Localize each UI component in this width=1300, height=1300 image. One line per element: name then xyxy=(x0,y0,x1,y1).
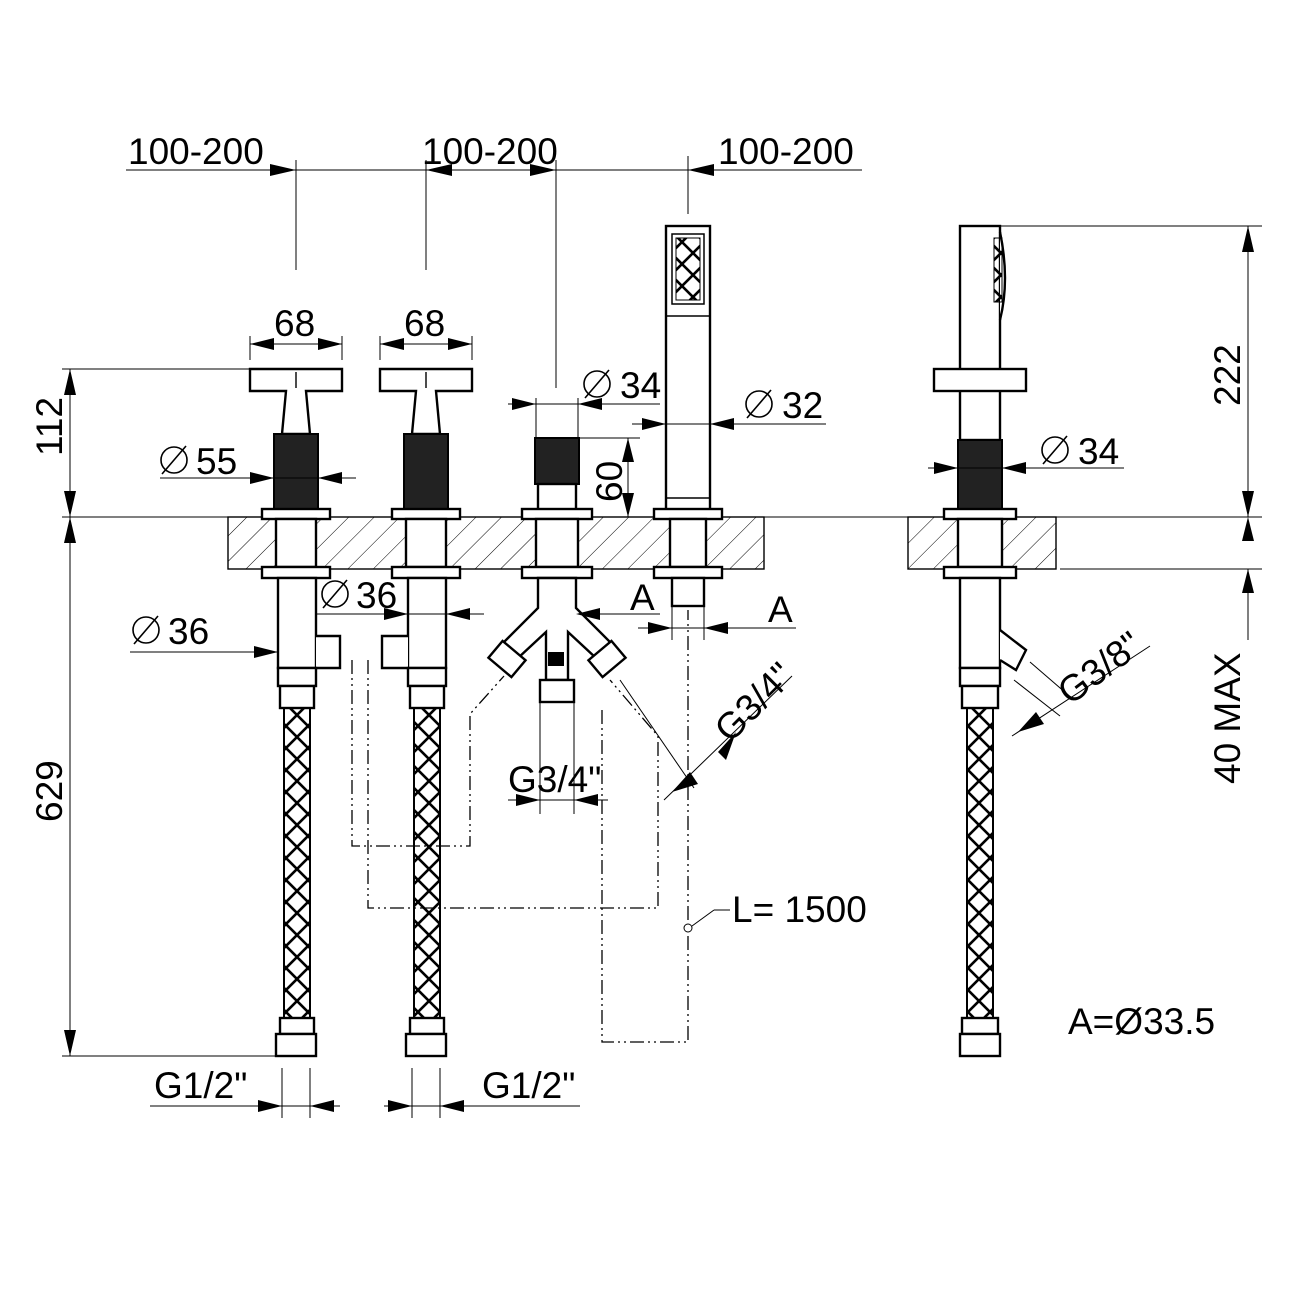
dimension-labels: 100-200 100-200 100-200 68 68 34 32 112 … xyxy=(29,131,1248,1106)
label-40-max: 40 MAX xyxy=(1207,652,1248,784)
diverter xyxy=(486,437,628,704)
label-a-1: A xyxy=(630,577,655,618)
label-g38: G3/8" xyxy=(1050,623,1149,712)
label-spacing-3: 100-200 xyxy=(718,131,854,172)
label-g34-diagonal: G3/4" xyxy=(707,655,802,750)
label-dia-spout: 34 xyxy=(583,365,661,406)
label-dia-36-a: 36 xyxy=(321,575,397,616)
svg-text:34: 34 xyxy=(620,365,661,406)
right-valve xyxy=(378,367,474,1058)
label-height-222: 222 xyxy=(1207,344,1248,406)
label-height-629: 629 xyxy=(29,760,70,822)
side-knurled-body xyxy=(957,439,1003,511)
label-g34-bottom: G3/4" xyxy=(508,759,601,800)
label-handle-width-2: 68 xyxy=(404,303,445,344)
side-handle xyxy=(932,367,1028,393)
label-spacing-2: 100-200 xyxy=(422,131,558,172)
label-height-112: 112 xyxy=(29,397,70,456)
label-g12-left: G1/2" xyxy=(154,1065,247,1106)
right-braided-hose xyxy=(413,707,441,1019)
side-view xyxy=(932,224,1028,1058)
left-braided-hose xyxy=(283,707,311,1019)
label-dia-handshower: 32 xyxy=(745,385,823,426)
label-dia-36-b: 36 xyxy=(132,611,209,652)
label-height-60: 60 xyxy=(589,461,630,502)
left-valve xyxy=(248,367,344,1058)
svg-text:34: 34 xyxy=(1078,431,1119,472)
label-g12-right: G1/2" xyxy=(482,1065,575,1106)
left-knurled-body xyxy=(273,433,319,511)
hand-shower xyxy=(652,224,724,608)
svg-text:55: 55 xyxy=(196,441,237,482)
label-handle-width-1: 68 xyxy=(274,303,315,344)
hose-routing xyxy=(351,610,689,1043)
shower-nozzle-grid xyxy=(675,237,701,301)
label-a-2: A xyxy=(768,589,793,630)
label-hose-length: L= 1500 xyxy=(732,889,867,930)
diverter-knob xyxy=(534,437,580,485)
svg-text:36: 36 xyxy=(168,611,209,652)
label-dia-55: 55 xyxy=(160,441,237,482)
label-dia-side-34: 34 xyxy=(1041,431,1119,472)
label-a-note: A=Ø33.5 xyxy=(1068,1001,1215,1042)
right-knurled-body xyxy=(403,433,449,511)
svg-text:32: 32 xyxy=(782,385,823,426)
side-shower-body xyxy=(958,224,1002,442)
dimension-lines xyxy=(62,156,1262,1118)
label-spacing-1: 100-200 xyxy=(128,131,264,172)
svg-text:36: 36 xyxy=(356,575,397,616)
side-braided-hose xyxy=(966,707,994,1019)
